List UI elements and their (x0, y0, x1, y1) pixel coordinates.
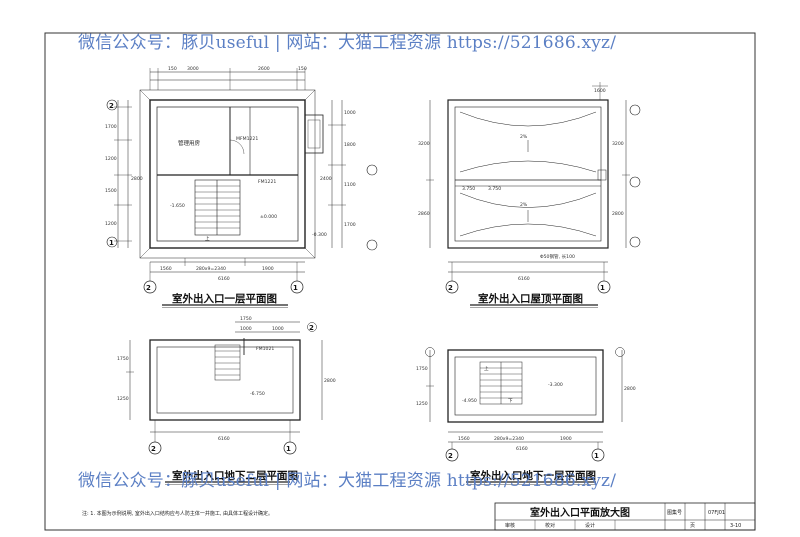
plan-first-floor-text: 150 3000 2600 150 管理用房 FM1221 MFM1221 上 … (105, 66, 356, 305)
b1-stair-down: 下 (508, 398, 513, 404)
dim-right-4: 1700 (344, 222, 356, 228)
plan-basement-2-title: 室外出入口地下二层平面图 (172, 469, 298, 482)
roof-dim-top: 1600 (594, 88, 606, 94)
b2-dim-total: 6160 (218, 436, 230, 442)
dim-right-1: 1000 (344, 110, 356, 116)
b2-axis-top-right: 2 (309, 324, 314, 332)
b2-dim-right: 2800 (324, 378, 336, 384)
slope-2: 2% (520, 202, 528, 208)
dim-top-1: 150 (168, 66, 177, 72)
b2-dim-top-1: 1750 (240, 316, 252, 322)
axis-left-b: 1 (109, 239, 114, 247)
axis-bottom-right: 1 (293, 284, 298, 292)
dim-left-4: 1200 (105, 221, 117, 227)
dim-left-5: 2800 (131, 176, 143, 182)
plan-roof-title: 室外出入口屋顶平面图 (478, 292, 583, 305)
dim-total: 6160 (218, 276, 230, 282)
roof-axis-right: 1 (600, 284, 605, 292)
level-roof: 3.750 (462, 186, 475, 192)
slope-1: 2% (520, 134, 528, 140)
plan-basement-1-text: 上 下 -3.300 -4.950 1750 1250 2800 1560 28… (416, 365, 636, 482)
b1-dim-right: 2800 (624, 386, 636, 392)
b1-dim-bottom-1: 1560 (458, 436, 470, 442)
plan-first-floor (106, 68, 378, 308)
plan-roof (426, 82, 641, 308)
room-label: 管理用房 (178, 139, 201, 147)
dim-right-3: 1100 (344, 182, 356, 188)
b2-axis-right: 1 (286, 445, 291, 453)
roof-dim-left-2: 2860 (418, 211, 430, 217)
title-block-page-no: 3-10 (730, 523, 741, 529)
watermark-bottom: 微信公众号：豚贝useful | 网站：大猫工程资源 https://52168… (78, 471, 617, 491)
b1-axis-right: 1 (594, 452, 599, 460)
b2-dim-left-1: 1750 (117, 356, 129, 362)
title-block-text: 室外出入口平面放大图 图集号 07FJ01 页 3-10 审核 校对 设计 (505, 506, 741, 529)
door-label: FM1221 (258, 179, 276, 185)
plan-basement-2-text: 1750 1000 1000 FM1021 -6.750 1750 1250 2… (117, 316, 336, 482)
dim-right-5: 2400 (320, 176, 332, 182)
watermark-top: 微信公众号：豚贝useful | 网站：大猫工程资源 https://52168… (78, 33, 617, 53)
dim-bottom-3: 1900 (262, 266, 274, 272)
b1-dim-left-2: 1250 (416, 401, 428, 407)
axis-bottom-left: 2 (146, 284, 151, 292)
stair-label: 上 (205, 235, 210, 242)
level-low: -1.650 (170, 203, 185, 209)
window-label: MFM1221 (236, 136, 258, 142)
dim-left-1: 1700 (105, 124, 117, 130)
b2-level: -6.750 (250, 391, 265, 397)
drawing-note: 注: 1. 本图为示例说明, 室外出入口结构应与人防主体一并施工, 由具体工程设… (82, 510, 273, 517)
b1-axis-left: 2 (448, 452, 453, 460)
dim-left-3: 1500 (105, 188, 117, 194)
drain-note: Φ50钢管, 长100 (540, 253, 575, 260)
level-ext: -0.300 (312, 232, 327, 238)
b1-dim-total: 6160 (516, 446, 528, 452)
title-block-atlas-label: 图集号 (667, 509, 682, 516)
b1-level-a: -3.300 (548, 382, 563, 388)
plan-first-floor-title: 室外出入口一层平面图 (172, 292, 277, 305)
title-block-page-label: 页 (690, 523, 695, 529)
sheet-frame (44, 32, 756, 531)
b2-door: FM1021 (256, 346, 274, 352)
plan-basement-1-title: 室外出入口地下一层平面图 (470, 469, 596, 482)
title-block-main: 室外出入口平面放大图 (530, 506, 630, 519)
b1-dim-bottom-2: 280x9=2340 (494, 436, 524, 442)
dim-bottom-1: 1560 (160, 266, 172, 272)
plan-roof-text: 2% 2% 3.750 3.750 Φ50钢管, 长100 3200 2860 … (418, 88, 624, 305)
dim-left-2: 1200 (105, 156, 117, 162)
roof-dim-left-1: 3200 (418, 141, 430, 147)
plan-basement-1 (425, 347, 625, 485)
dim-top-4: 150 (298, 66, 307, 72)
title-block-cell-3: 设计 (585, 522, 595, 529)
dim-bottom-2: 280x9=2340 (196, 266, 226, 272)
b2-dim-top-2: 1000 (240, 326, 252, 332)
b1-dim-left-1: 1750 (416, 366, 428, 372)
b2-dim-top-3: 1000 (272, 326, 284, 332)
roof-axis-left: 2 (448, 284, 453, 292)
title-block-cell-2: 校对 (545, 522, 555, 529)
title-block-atlas-no: 07FJ01 (708, 510, 725, 516)
b1-dim-bottom-3: 1900 (560, 436, 572, 442)
level-zero: ±0.000 (260, 214, 277, 220)
level-roof-2: 3.750 (488, 186, 501, 192)
b2-dim-left-2: 1250 (117, 396, 129, 402)
plan-basement-2 (126, 321, 323, 485)
axis-left: 2 (109, 102, 114, 110)
title-block (494, 502, 756, 531)
dim-top-2: 3000 (187, 66, 199, 72)
b2-axis-left: 2 (151, 445, 156, 453)
b1-stair-up: 上 (484, 365, 489, 372)
title-block-cell-1: 审核 (505, 522, 515, 529)
dim-right-2: 1800 (344, 142, 356, 148)
roof-dim-right-2: 2800 (612, 211, 624, 217)
dim-top-3: 2600 (258, 66, 270, 72)
roof-dim-right-1: 3200 (612, 141, 624, 147)
b1-level-b: -4.950 (462, 398, 477, 404)
roof-dim-total: 6160 (518, 276, 530, 282)
